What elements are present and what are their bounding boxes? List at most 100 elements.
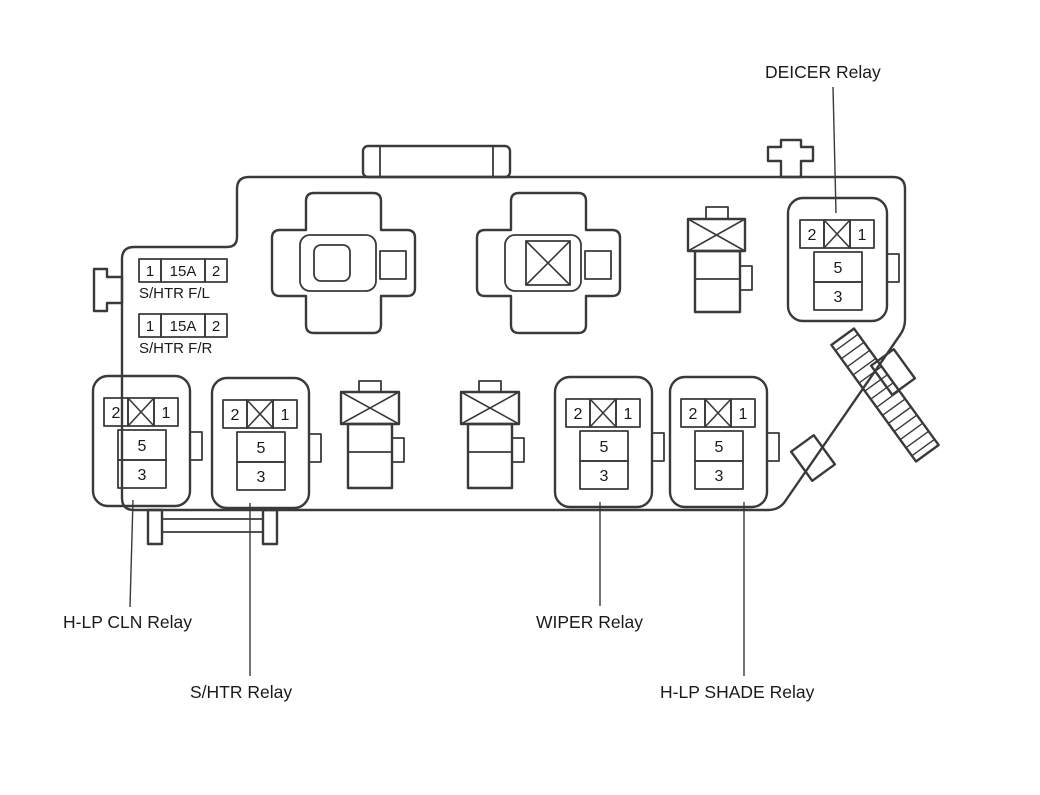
relay-stub [478,380,502,393]
fuse-pin-box [204,258,228,283]
connector-side-slot [584,250,612,280]
pin-label: 5 [257,440,266,457]
relay-tab [511,437,525,463]
pin-box-3 [579,460,629,490]
pin-label: 2 [112,405,121,422]
shtr-relay-label: S/HTR Relay [190,682,292,702]
pin-label: 1 [739,406,748,423]
deicer-relay-label: DEICER Relay [765,62,881,82]
pin-box-1 [153,397,179,427]
pin-label: 2 [231,407,240,424]
relay-stub [705,206,729,220]
fuse-pin-left: 1 [146,263,154,280]
relay-box-housing [120,175,907,512]
relay-stub [358,380,382,393]
fuse-shtr-fl: 1 15A 2 S/HTR F/L [138,258,228,302]
deicer-relay: 2 1 5 3 [786,196,900,323]
relay-tab [886,253,900,283]
bracket-hatching [835,333,935,457]
connector-terminal [313,244,351,282]
pin-label: 5 [138,438,147,455]
x-mark [340,391,400,425]
pin-label: 3 [138,467,147,484]
x-mark [589,398,617,428]
pin-label: 1 [624,406,633,423]
bracket-body [361,144,512,179]
top-mounting-bracket-right [766,138,815,179]
x-box [525,240,571,286]
pin-box-1 [272,399,298,429]
small-relay-top [686,206,753,314]
diagonal-mounting-bracket [789,327,940,482]
connector-cavity [504,234,582,292]
fuse-pin-right: 2 [212,318,220,335]
cross-connector-2 [475,191,622,335]
connector-cavity [299,234,377,292]
relay-tab [308,433,322,463]
connector-outline [475,191,622,335]
pin-box-1 [615,398,641,428]
fuse-pin-box [204,313,228,338]
connector-outline [270,191,417,335]
hlp-shade-relay: 2 1 5 3 [668,375,780,509]
pin-box-3 [117,459,167,489]
pin-box-3 [694,460,744,490]
left-mounting-tab [92,267,124,313]
pin-label: 3 [600,468,609,485]
pin-label: 5 [834,260,843,277]
tab-body [92,267,124,313]
pin-label: 2 [808,227,817,244]
pin-label: 5 [715,439,724,456]
x-mark [246,399,274,429]
pin-label: 3 [257,469,266,486]
hlp-shade-relay-label: H-LP SHADE Relay [660,682,815,702]
pin-box-3 [236,461,286,491]
pin-box-1 [730,398,756,428]
small-connector-b [459,380,525,490]
small-connector-a [339,380,405,490]
fuse-shtr-fr: 1 15A 2 S/HTR F/R [138,313,228,357]
bracket-tab-upper [869,348,917,396]
fuse-rating: 15A [170,318,197,335]
x-mark [823,219,851,249]
relay-tab [189,431,203,461]
connector-side-slot [379,250,407,280]
hlp-cln-relay: 2 1 5 3 [91,374,203,508]
x-mark [687,218,746,252]
shtr-relay: 2 1 5 3 [210,376,322,510]
wiper-relay-label: WIPER Relay [536,612,643,632]
relay-body [466,422,514,490]
x-mark [460,391,520,425]
relay-body [693,249,742,314]
x-mark [704,398,732,428]
top-mounting-bracket-left [361,144,512,179]
pin-label: 1 [281,407,290,424]
wiper-relay: 2 1 5 3 [553,375,665,509]
fuse-name: S/HTR F/R [139,340,212,357]
relay-body [346,422,394,490]
fuse-pin-left: 1 [146,318,154,335]
cross-connector-1 [270,191,417,335]
fuse-pin-right: 2 [212,263,220,280]
leader-line-hlp-cln [129,499,134,608]
pin-box-3 [813,281,863,311]
pin-label: 1 [162,405,171,422]
foot-right [261,508,279,546]
relay-tab [651,432,665,462]
pin-box-1 [849,219,875,249]
leader-line-deicer [832,86,837,214]
relay-tab [739,265,753,291]
bracket-tab-lower [789,434,837,482]
relay-tab [766,432,780,462]
bracket-body [766,138,815,179]
fuse-rating: 15A [170,263,197,280]
fuse-name: S/HTR F/L [139,285,210,302]
relay-tab [391,437,405,463]
x-mark [127,397,155,427]
pin-label: 3 [715,468,724,485]
x-mark [525,240,571,286]
bottom-mounting-feet [146,508,279,546]
foot-left [146,508,164,546]
bracket-body [830,327,940,463]
